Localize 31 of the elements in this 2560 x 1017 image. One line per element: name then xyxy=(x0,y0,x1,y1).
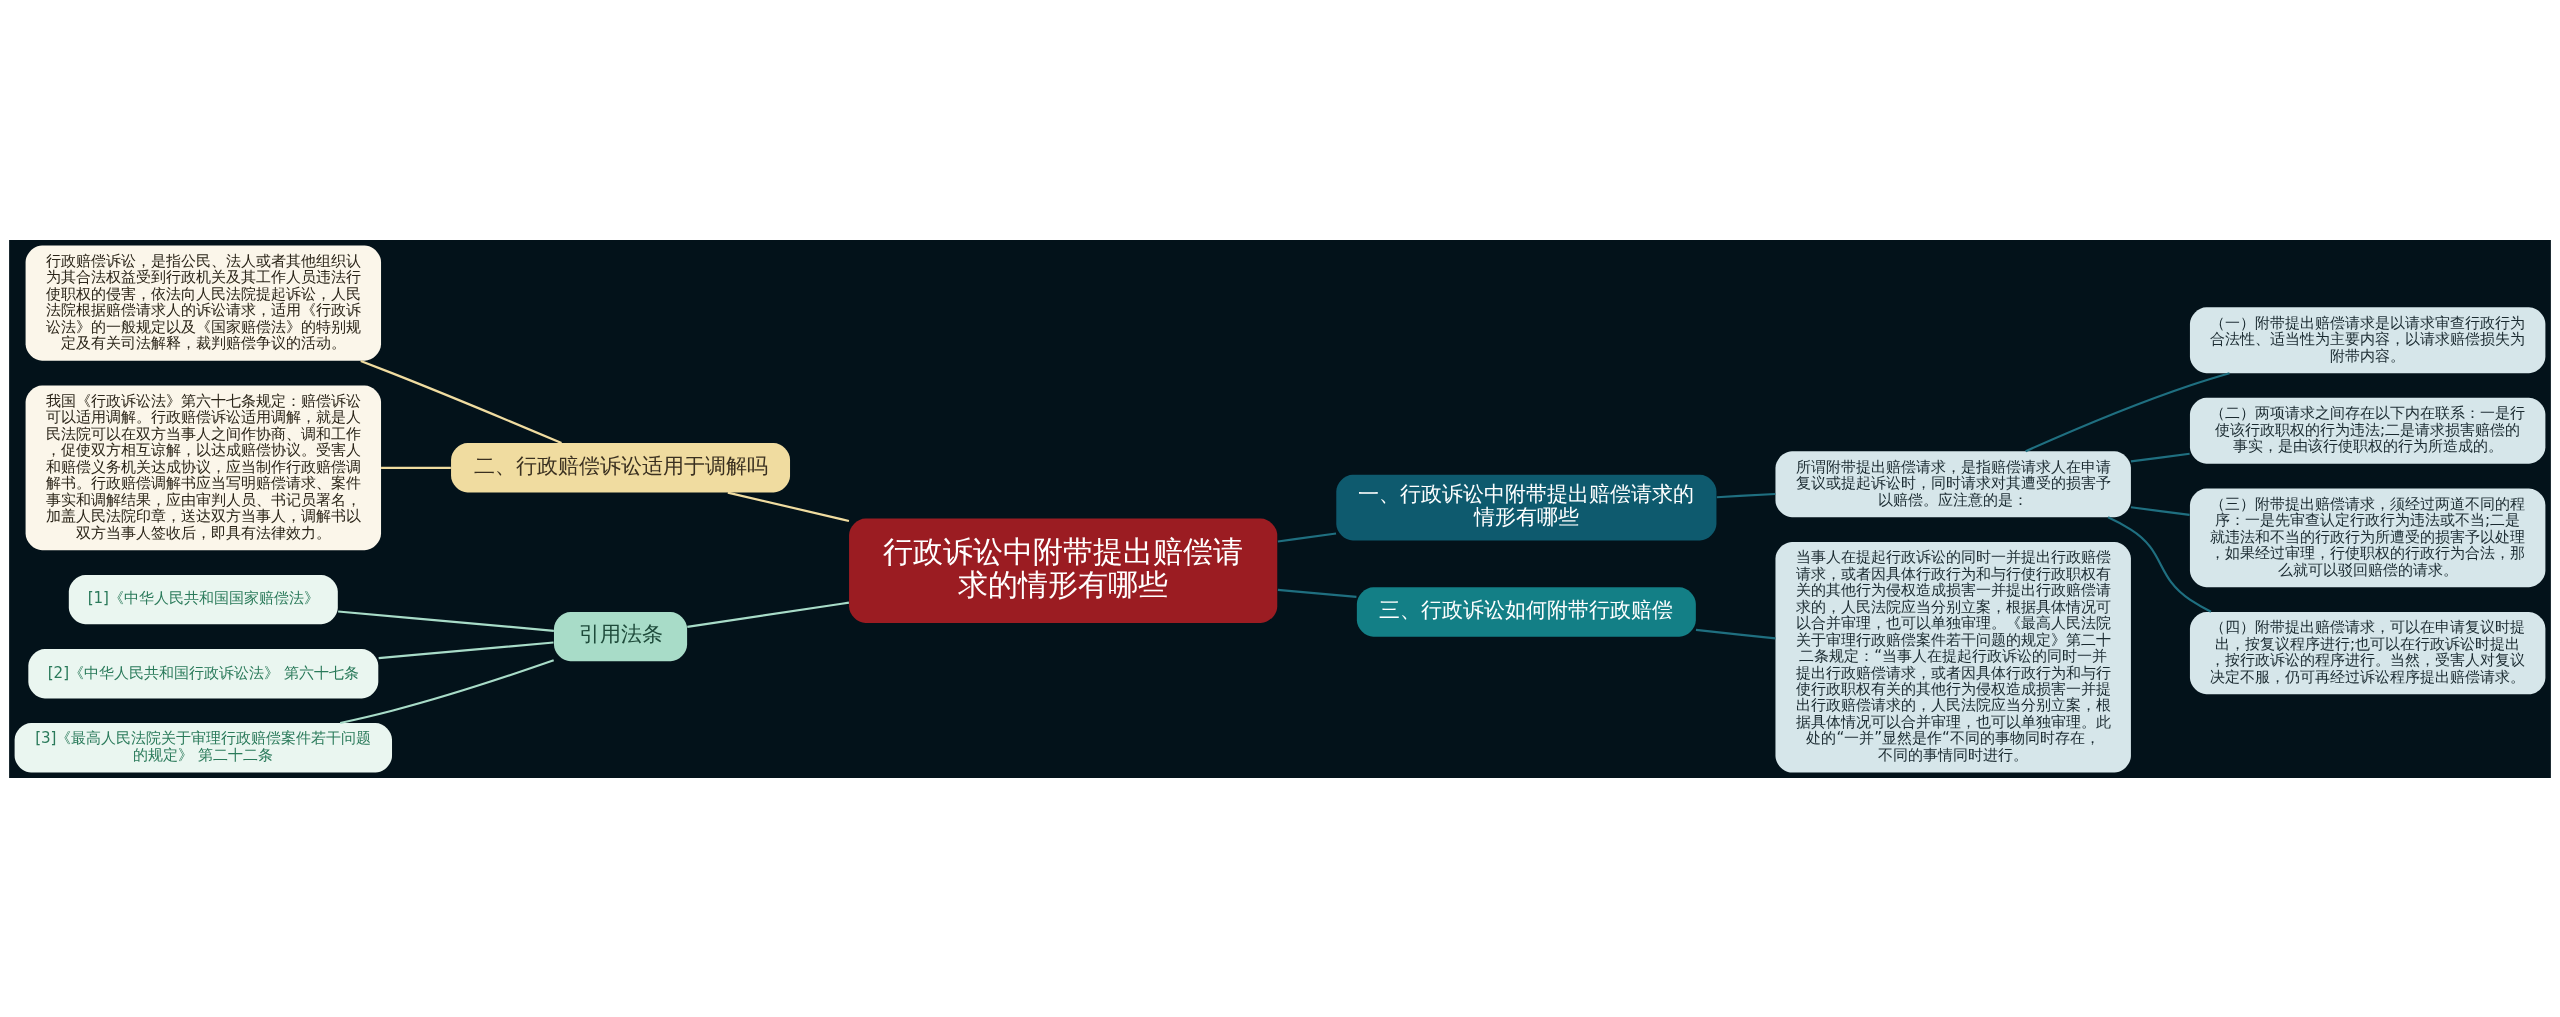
node-box: （一）附带提出赔偿请求是以请求审查行政行为合法性、适当性为主要内容，以请求赔偿损失为附带内容。 xyxy=(2189,306,2546,373)
node-box: （四）附带提出赔偿请求，可以在申请复议时提出，按复议程序进行;也可以在行政诉讼时提出，按行政诉讼的程序进行。当然，受害人对复议决定不服，仍可再经过诉讼程序提出赔偿请求。 xyxy=(2189,611,2546,694)
node-box: 行政诉讼中附带提出赔偿请求的情形有哪些 xyxy=(849,518,1278,623)
connector xyxy=(339,658,555,724)
node-box: 当事人在提起行政诉讼的同时一并提出行政赔偿请求，或者因具体行政行为和与行使行政职权有关的其他行为侵权造成损害一并提出行政赔偿请求的，人民法院应当分别立案，根据具体情况可以合并审理，也可以单独审理。《最高人民法院关于审理行政赔偿案件若干问题的规定》第二十二条规定：“当事人在提起行政诉讼的同时一并提出行政赔偿请求，或者因具体行政行为和与行使行政职权有关的其他行为侵权造成损害一并提出行政赔偿请求的，人民法院应当分别立案，根据具体情况可以合并审理，也可以单独审理。此处的“一并”显然是作“不同的事物同时存在，不同的事情同时进行。 xyxy=(1775,541,2131,772)
node-box: 三、行政诉讼如何附带行政赔偿 xyxy=(1356,586,1696,637)
node-box: （三）附带提出赔偿请求，须经过两道不同的程序：一是先审查认定行政行为违法或不当;二是就违法和不当的行政行为所遭受的损害予以处理，如果经过审理，行使职权的行政行为合法，那么就可以驳回赔偿的请求。 xyxy=(2189,487,2546,587)
connector xyxy=(381,466,451,469)
connector xyxy=(338,609,554,632)
connector xyxy=(1695,628,1776,639)
node-box: [3]《最高人民法院关于审理行政赔偿案件若干问题的规定》 第二十二条 xyxy=(14,722,393,772)
node-box: 所谓附带提出赔偿请求，是指赔偿请求人在申请复议或提起诉讼时，同时请求对其遭受的损害予以赔偿。应注意的是： xyxy=(1775,450,2131,517)
node-box: 引用法条 xyxy=(553,611,688,661)
node-box: 一、行政诉讼中附带提出赔偿请求的情形有哪些 xyxy=(1336,474,1717,541)
connector xyxy=(2107,515,2212,613)
connector xyxy=(687,601,850,628)
connector xyxy=(2025,371,2230,452)
connector xyxy=(2130,452,2190,462)
node-box: [1]《中华人民共和国国家赔偿法》 xyxy=(68,574,338,624)
node-box: 我国《行政诉讼法》第六十七条规定：赔偿诉讼可以适用调解。行政赔偿诉讼适用调解，就是人民法院可以在双方当事人之间作协商、调和工作，促使双方相互谅解，以达成赔偿协议。受害人和赔偿义务机关达成协议，应当制作行政赔偿调解书。行政赔偿调解书应当写明赔偿请求、案件事实和调解结果，应由审判人员、书记员署名，加盖人民法院印章，送达双方当事人，调解书以双方当事人签收后，即具有法律效力。 xyxy=(25,385,382,550)
connector xyxy=(1716,492,1776,498)
connector xyxy=(1277,588,1357,598)
connector xyxy=(378,640,554,659)
node-box: [2]《中华人民共和国行政诉讼法》 第六十七条 xyxy=(28,648,379,698)
connector xyxy=(360,359,562,444)
connector xyxy=(2130,505,2190,516)
node-box: 二、行政赔偿诉讼适用于调解吗 xyxy=(451,442,791,493)
connector xyxy=(727,491,850,522)
connector xyxy=(1277,531,1337,543)
node-box: 行政赔偿诉讼，是指公民、法人或者其他组织认为其合法权益受到行政机关及其工作人员违法行使职权的侵害，依法向人民法院提起诉讼，人民法院根据赔偿请求人的诉讼请求，适用《行政诉讼法》的一般规定以及《国家赔偿法》的特别规定及有关司法解释，裁判赔偿争议的活动。 xyxy=(25,245,382,361)
node-box: （二）两项请求之间存在以下内在联系：一是行使该行政职权的行为违法;二是请求损害赔偿的事实，是由该行使职权的行为所造成的。 xyxy=(2189,397,2546,464)
